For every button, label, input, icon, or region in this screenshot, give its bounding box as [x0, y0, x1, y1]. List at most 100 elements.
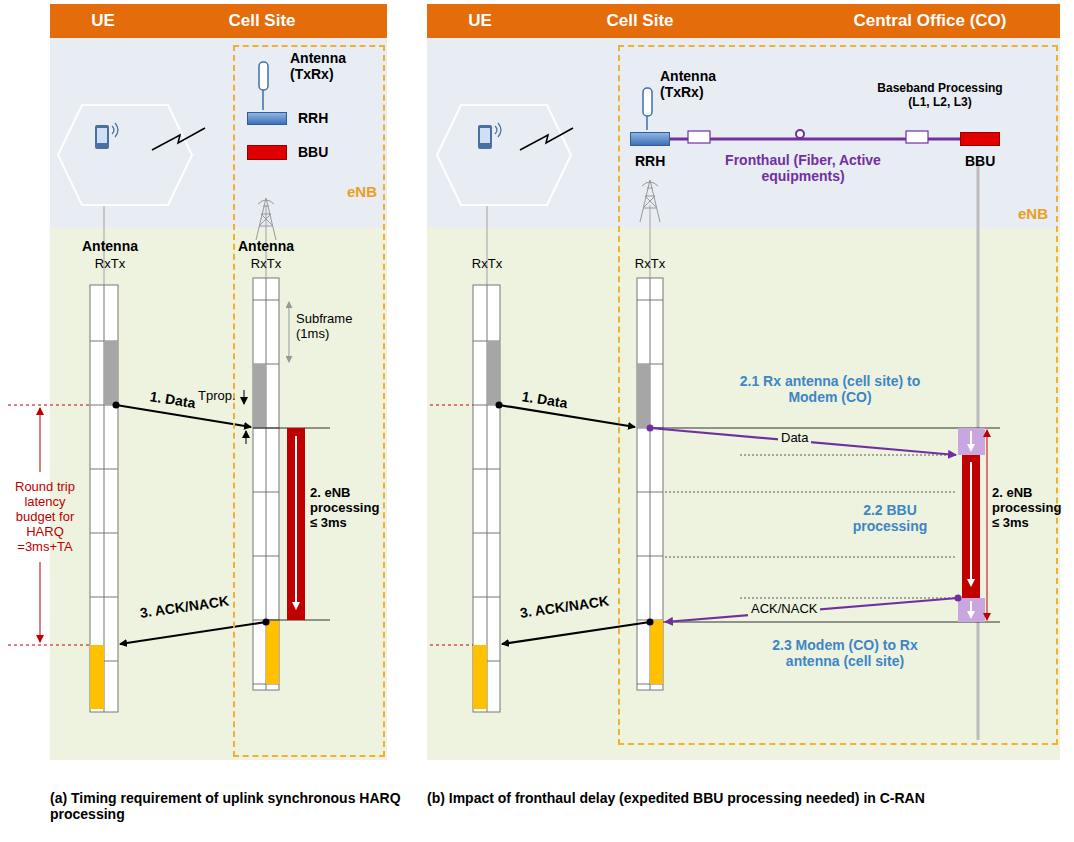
drawing-line — [663, 622, 1000, 623]
line-label: ACK/NACK — [748, 602, 820, 617]
drawing-line — [295, 436, 297, 608]
drawing-line — [120, 622, 266, 644]
drawing-rect — [90, 285, 118, 712]
drawing-rect — [473, 285, 500, 712]
drawing-rect — [95, 125, 109, 149]
part-label: Antenna (TxRx) — [660, 68, 735, 100]
drawing-g — [8, 405, 473, 645]
node-label: RRH — [635, 153, 665, 169]
drawing-rect — [253, 278, 279, 690]
drawing-line — [987, 430, 988, 620]
drawing-path — [256, 198, 276, 240]
drawing-rect — [90, 645, 104, 709]
drawing-rect — [104, 341, 118, 405]
phone-icon — [95, 123, 118, 149]
drawing-rect — [427, 4, 1060, 38]
drawing-line — [970, 601, 972, 617]
header-label: UE — [63, 11, 143, 31]
drawing-line — [740, 455, 955, 456]
drawing-line — [502, 622, 650, 644]
drawing-rect — [253, 364, 266, 428]
drawing-path — [258, 200, 274, 204]
drawing-rect — [643, 88, 652, 116]
drawing-rect — [637, 278, 663, 690]
drawing-path — [520, 128, 573, 150]
drawing-path — [495, 123, 501, 137]
bbu-box: BBU — [960, 132, 1000, 146]
part-label: Antenna (TxRx) — [290, 50, 380, 82]
drawing-rect — [50, 38, 387, 228]
dimension-label: Tprop. — [198, 389, 244, 404]
drawing-line — [289, 302, 290, 362]
drawing-line — [970, 431, 972, 450]
drawing-rect — [958, 598, 985, 622]
drawing-rect — [427, 228, 1060, 760]
drawing-path — [112, 123, 118, 137]
drawing-rect — [50, 228, 387, 760]
node-label: eNB — [1018, 205, 1048, 222]
drawing-rect — [487, 341, 500, 405]
header-label: Cell Site — [202, 11, 322, 31]
subframe-tick — [90, 533, 118, 534]
drawing-rect — [478, 125, 492, 149]
drawing-rect — [259, 62, 268, 90]
subframe-tick — [473, 533, 500, 534]
edge-label: Fronthaul (Fiber, Active equipments) — [708, 152, 898, 184]
drawing-rect — [637, 364, 650, 428]
step-label: 3. ACK/NACK — [519, 591, 620, 621]
node-label: RRH — [298, 110, 328, 126]
bbu-box: BBU — [247, 145, 287, 160]
part-label: Antenna — [70, 238, 150, 254]
node-label: eNB — [347, 183, 377, 200]
drawing-polygon — [437, 105, 571, 205]
drawing-polygon — [58, 105, 192, 205]
enb-region: eNB RRH BBU — [233, 45, 385, 757]
axis-label: RxTx — [615, 257, 685, 272]
subframe-tick — [637, 556, 663, 557]
drawing-rect — [906, 131, 928, 143]
drawing-path — [642, 182, 658, 186]
drawing-rect — [287, 428, 305, 620]
drawing-line — [970, 462, 972, 585]
timeline — [90, 278, 663, 712]
drawing-rect — [50, 4, 387, 38]
axis-label: RxTx — [226, 257, 306, 272]
subframe-tick — [473, 597, 500, 598]
drawing-line — [262, 90, 264, 110]
dimension-label: Subframe (1ms) — [296, 312, 376, 342]
drawing-g — [90, 300, 663, 684]
line-label: Data — [778, 431, 811, 446]
drawing-rect — [97, 128, 107, 143]
drawing-line — [650, 428, 1000, 429]
drawing-line — [40, 562, 41, 642]
rrh-box: RRH — [247, 112, 287, 125]
drawing-circle — [796, 130, 804, 138]
drawing-line — [430, 645, 473, 646]
subframe-tick — [253, 300, 279, 301]
node-label: BBU — [965, 153, 995, 169]
part-label: Antenna — [226, 238, 306, 254]
header-label: UE — [440, 11, 520, 31]
drawing-line — [8, 645, 90, 646]
drawing-line — [740, 598, 955, 599]
drawing-rect — [650, 620, 663, 684]
tower-icon — [256, 198, 276, 240]
tower-icon — [640, 180, 660, 222]
drawing-rect — [427, 38, 1060, 228]
subframe-tick — [90, 469, 118, 470]
node-label: BBU — [298, 144, 328, 160]
subframe-tick — [253, 492, 279, 493]
caption: (a) Timing requirement of uplink synchro… — [50, 790, 420, 822]
step-label: 2. eNB processing ≤ 3ms — [310, 486, 384, 531]
step-label: 1. Data — [521, 388, 593, 415]
drawing-line — [650, 428, 956, 455]
drawing-line — [430, 405, 473, 406]
drawing-line — [244, 390, 245, 404]
drawing-rect — [473, 645, 487, 709]
drawing-line — [486, 205, 488, 285]
drawing-line — [665, 492, 955, 493]
